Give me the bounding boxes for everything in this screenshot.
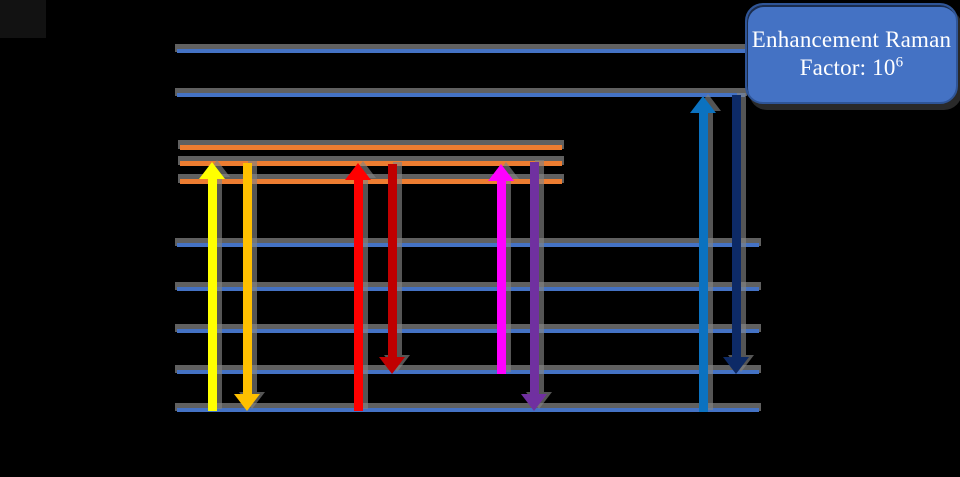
callout-text-line2: Factor: 106: [800, 54, 904, 82]
red-excitation-up-arrow-head: [345, 163, 371, 180]
gold-scattered-down-arrow-head: [234, 394, 260, 411]
gold-scattered-down-arrow: [234, 163, 260, 411]
level-line-virtual-state-3: [180, 178, 562, 184]
level-line-virtual-state-2: [180, 160, 562, 166]
red-excitation-up-arrow: [345, 163, 371, 411]
yellow-excitation-up-arrow: [199, 162, 225, 411]
purple-scattered-down-arrow-shaft: [529, 162, 539, 396]
callout-exponent: 6: [895, 53, 904, 70]
navy-resonance-down-arrow: [723, 95, 749, 374]
yellow-excitation-up-arrow-head: [199, 162, 225, 179]
magenta-antistokes-up-arrow-shaft: [496, 179, 506, 374]
navy-resonance-down-arrow-head: [723, 357, 749, 374]
red-excitation-up-arrow-shaft: [353, 178, 363, 411]
navy-resonance-down-arrow-shaft: [731, 95, 741, 359]
level-line-vibrational-v4: [177, 243, 759, 247]
gold-scattered-down-arrow-shaft: [242, 163, 252, 396]
purple-scattered-down-arrow-head: [521, 394, 547, 411]
level-line-vibrational-v0: [177, 408, 759, 412]
level-line-excited-electronic-upper: [177, 49, 745, 53]
callout-text-line2-base: Factor: 10: [799, 54, 896, 80]
level-line-virtual-state-1: [180, 144, 562, 150]
magenta-antistokes-up-arrow: [488, 164, 514, 374]
level-line-vibrational-v1: [177, 370, 759, 374]
purple-scattered-down-arrow: [521, 162, 547, 411]
darkred-stokes-down-arrow-head: [379, 357, 405, 374]
lightblue-resonance-up-arrow: [690, 96, 716, 412]
lightblue-resonance-up-arrow-shaft: [698, 111, 708, 412]
level-line-vibrational-v2: [177, 329, 759, 333]
corner-artifact: [0, 0, 46, 38]
darkred-stokes-down-arrow: [379, 164, 405, 374]
enhancement-factor-callout: Enhancement Raman Factor: 106: [745, 3, 958, 104]
darkred-stokes-down-arrow-shaft: [387, 164, 397, 359]
lightblue-resonance-up-arrow-head: [690, 96, 716, 113]
magenta-antistokes-up-arrow-head: [488, 164, 514, 181]
level-line-vibrational-v3: [177, 287, 759, 291]
yellow-excitation-up-arrow-shaft: [207, 177, 217, 411]
callout-text-line1: Enhancement Raman: [751, 26, 952, 52]
level-line-excited-electronic-lower: [177, 93, 745, 97]
